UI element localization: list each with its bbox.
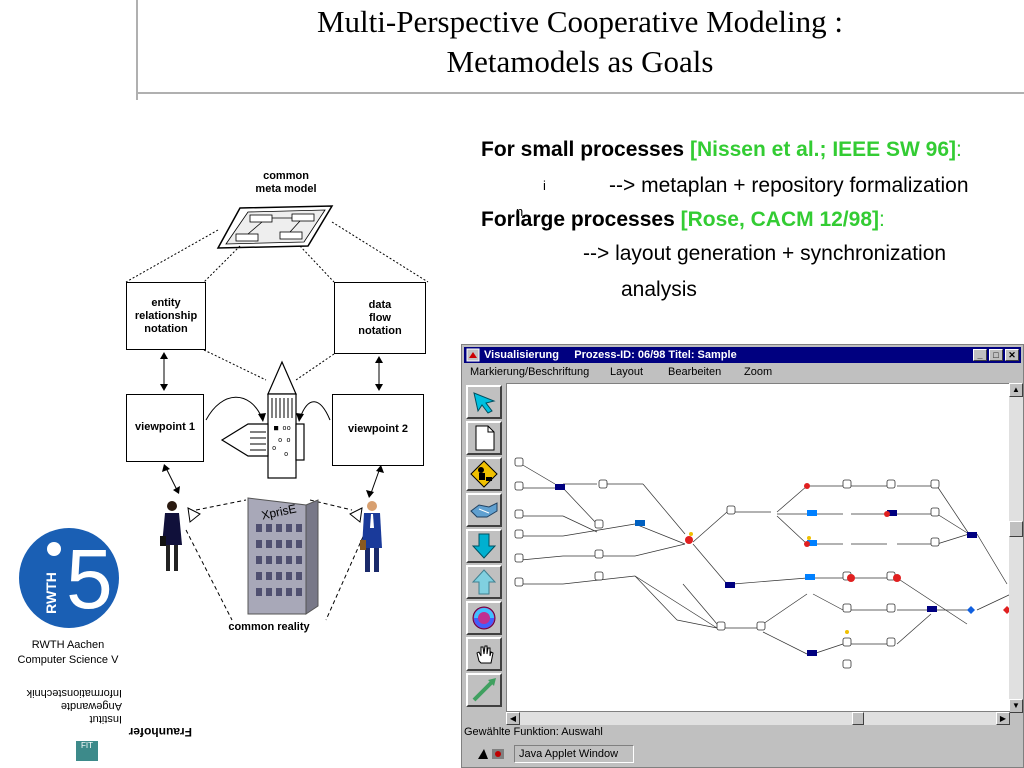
arrow-up-tool[interactable] <box>466 565 502 599</box>
window-titlebar: Visualisierung Prozess-ID: 06/98 Titel: … <box>464 347 1021 363</box>
common-meta-model-label: common meta model <box>255 170 317 195</box>
status-bar: Gewählte Funktion: Auswahl <box>464 726 603 738</box>
large-processes-colon: : <box>879 208 885 231</box>
arrow-down-icon <box>471 533 497 559</box>
arrow-down-tool[interactable] <box>466 529 502 563</box>
institut-label: Institut <box>89 713 122 725</box>
pen-arrow-tool[interactable] <box>466 673 502 707</box>
menu-bar: Markierung/Beschriftung Layout Bearbeite… <box>464 364 1021 381</box>
scroll-left-button[interactable]: ◀ <box>506 712 520 725</box>
rwth-logo-icon <box>19 528 119 628</box>
viewpoint-1-box: viewpoint 1 <box>126 394 204 462</box>
graph-canvas[interactable] <box>506 383 1010 713</box>
tower-roof-icon <box>267 360 297 395</box>
refresh-icon <box>472 606 496 630</box>
vertical-scrollbar[interactable]: ▲ ▼ <box>1009 383 1023 713</box>
small-processes-result: --> metaplan + repository formalization <box>609 174 969 197</box>
menu-zoom[interactable]: Zoom <box>744 366 773 378</box>
slide-title-line1: Multi-Perspective Cooperative Modeling : <box>316 4 844 39</box>
applet-taskbar: Java Applet Window <box>464 743 1021 765</box>
large-processes-reference: [Rose, CACM 12/98] <box>680 208 879 231</box>
large-processes-result-line1: --> layout generation + synchronization <box>583 242 947 265</box>
pen-arrow-icon <box>472 678 496 702</box>
slide-divider-horizontal <box>136 92 1024 94</box>
man-figure-icon <box>360 501 382 572</box>
vertical-scroll-thumb[interactable] <box>1009 521 1023 537</box>
select-arrow-icon <box>473 392 496 414</box>
bullet-small-processes: For small processes [Nissen et al.; IEEE… <box>481 138 962 162</box>
slide-title: Multi-Perspective Cooperative Modeling :… <box>150 2 1010 82</box>
small-processes-label: For small processes <box>481 138 685 161</box>
viewpoint-2-box: viewpoint 2 <box>332 394 424 466</box>
refresh-tool[interactable] <box>466 601 502 635</box>
common-reality-label: common reality <box>228 621 310 633</box>
large-processes-result-line2: analysis <box>621 278 697 301</box>
tool-palette <box>466 385 504 717</box>
cooperative-modeling-diagram: ■ oo o o o o <box>0 0 460 768</box>
minimize-button[interactable]: _ <box>973 349 987 361</box>
visualisierung-window: Visualisierung Prozess-ID: 06/98 Titel: … <box>461 344 1024 768</box>
java-taskbar-icon <box>476 747 508 761</box>
small-processes-colon: : <box>956 138 962 161</box>
arrow-up-icon <box>471 569 497 595</box>
fraunhofer-label-block: Fraunhofer Institut Angewandte Informati… <box>2 686 192 739</box>
java-applet-window-label[interactable]: Java Applet Window <box>514 745 634 763</box>
fit-logo-icon: FIT <box>76 741 98 761</box>
large-processes-label: large processes <box>514 208 675 231</box>
logo-digit: 5 <box>66 532 113 626</box>
new-page-icon <box>475 425 495 451</box>
angewandte-label: Angewandte <box>60 700 122 712</box>
scroll-down-button[interactable]: ▼ <box>1009 699 1023 713</box>
handshake-tool[interactable] <box>466 493 502 527</box>
new-page-tool[interactable] <box>466 421 502 455</box>
window-title: Visualisierung Prozess-ID: 06/98 Titel: … <box>484 349 737 361</box>
horizontal-scrollbar[interactable]: ◀ ▶ <box>506 711 1010 725</box>
svg-text:■ oo: ■ oo <box>274 424 291 432</box>
small-processes-reference: [Nissen et al.; IEEE SW 96] <box>689 138 957 161</box>
slide-divider-vertical <box>136 0 138 100</box>
data-flow-box: data flow notation <box>334 282 426 354</box>
maximize-button[interactable]: □ <box>989 349 1003 361</box>
construction-worker-icon <box>470 460 498 488</box>
horizontal-scroll-thumb[interactable] <box>852 712 864 725</box>
java-app-icon <box>466 348 480 362</box>
logo-rwth-text: RWTH <box>42 572 59 614</box>
select-arrow-tool[interactable] <box>466 385 502 419</box>
rwth-logo: 5 RWTH <box>18 527 120 629</box>
entity-relationship-box: entity relationship notation <box>126 282 206 350</box>
computer-science-label: Computer Science V <box>17 654 119 666</box>
svg-text:o o: o o <box>278 436 291 444</box>
process-graph <box>514 457 1009 669</box>
menu-layout[interactable]: Layout <box>610 366 644 378</box>
large-processes-prefix: For <box>481 208 515 231</box>
close-button[interactable]: ✕ <box>1005 349 1019 361</box>
bullet-large-processes: Forlarge processes [Rose, CACM 12/98]: <box>481 208 885 232</box>
scroll-right-button[interactable]: ▶ <box>996 712 1010 725</box>
svg-text:o: o <box>272 444 276 452</box>
diagram-lines: ■ oo o o o o <box>125 205 429 621</box>
small-marker: i <box>543 178 546 193</box>
woman-figure-icon <box>160 501 182 571</box>
handshake-icon <box>470 502 498 518</box>
slide-title-line2: Metamodels as Goals <box>446 44 714 79</box>
fraunhofer-label: Fraunhofer <box>128 725 192 739</box>
hand-tool[interactable] <box>466 637 502 671</box>
menu-markierung[interactable]: Markierung/Beschriftung <box>470 366 590 378</box>
menu-bearbeiten[interactable]: Bearbeiten <box>668 366 722 378</box>
svg-text:o: o <box>284 450 288 458</box>
rwth-aachen-label: RWTH Aachen <box>31 639 105 651</box>
scroll-up-button[interactable]: ▲ <box>1009 383 1023 397</box>
window-controls: _ □ ✕ <box>971 349 1019 361</box>
informationstechnik-label: Informationstechnik <box>26 687 122 699</box>
construction-tool[interactable] <box>466 457 502 491</box>
large-marker: n <box>516 204 524 219</box>
hand-icon <box>476 645 494 664</box>
